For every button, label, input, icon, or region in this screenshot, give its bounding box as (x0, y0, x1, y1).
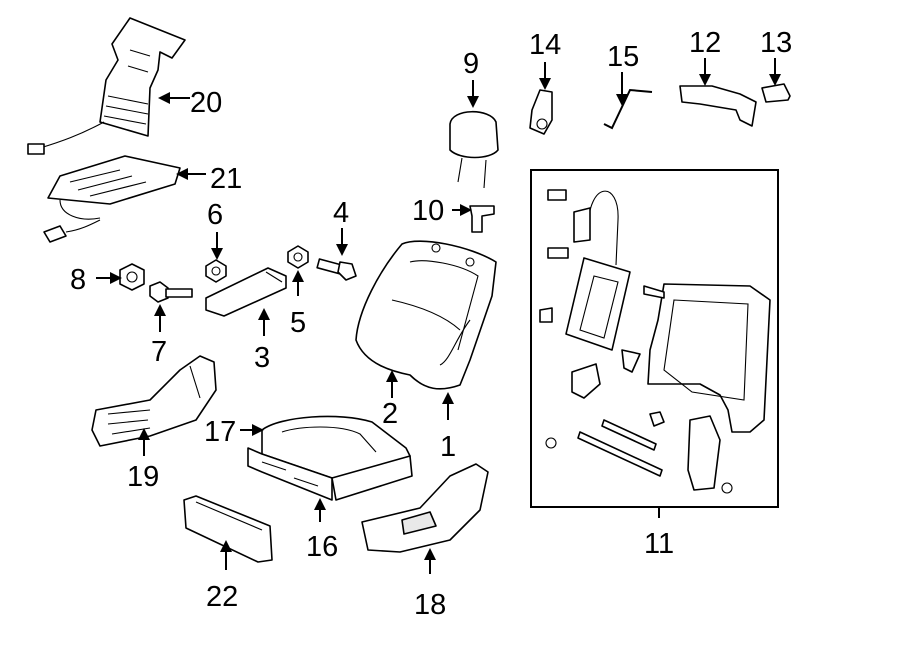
callout-4: 4 (333, 197, 349, 229)
callout-20: 20 (190, 87, 222, 119)
callout-13: 13 (760, 27, 792, 59)
callout-21: 21 (210, 163, 242, 195)
callout-labels: 1 2 3 4 5 6 7 8 9 10 11 12 13 14 15 16 1… (70, 27, 792, 621)
part-8-nut (119, 263, 145, 291)
part-21-seat-heater (43, 155, 181, 243)
part-13-cap (761, 83, 791, 103)
callout-2: 2 (382, 398, 398, 430)
part-3-cover (205, 267, 287, 317)
callout-15: 15 (607, 41, 639, 73)
part-22-trim (183, 495, 273, 563)
leader-arrows (96, 58, 781, 574)
part-5-nut (287, 245, 309, 269)
callout-12: 12 (689, 27, 721, 59)
callout-11: 11 (644, 528, 674, 560)
callout-19: 19 (127, 461, 159, 493)
part-17-seat-cushion (261, 415, 411, 480)
part-4-bolt (316, 258, 357, 281)
part-2-seatback (355, 240, 497, 390)
part-11-seatback-frame-box (530, 169, 779, 508)
callout-3: 3 (254, 342, 270, 374)
part-7-bolt (149, 281, 193, 303)
part-14-lever (529, 89, 553, 135)
callout-7: 7 (151, 336, 167, 368)
part-20-seatback-heater (27, 17, 186, 155)
callout-1: 1 (440, 431, 456, 463)
callout-16: 16 (306, 531, 338, 563)
callout-9: 9 (463, 48, 479, 80)
callout-5: 5 (290, 307, 306, 339)
callout-17: 17 (204, 416, 236, 448)
part-10-guide (469, 205, 495, 233)
callout-18: 18 (414, 589, 446, 621)
part-15-rod (603, 88, 653, 130)
part-19-side-trim (91, 355, 217, 447)
part-12-handle (679, 85, 757, 127)
callout-8: 8 (70, 264, 86, 296)
part-16-seat-cushion-base (247, 447, 413, 501)
part-9-headrest (449, 111, 499, 189)
callout-22: 22 (206, 581, 238, 613)
part-6-nut (205, 259, 227, 283)
callout-10: 10 (412, 195, 444, 227)
part-18-side-trim (361, 463, 489, 553)
callout-6: 6 (207, 199, 223, 231)
callout-14: 14 (529, 29, 561, 61)
